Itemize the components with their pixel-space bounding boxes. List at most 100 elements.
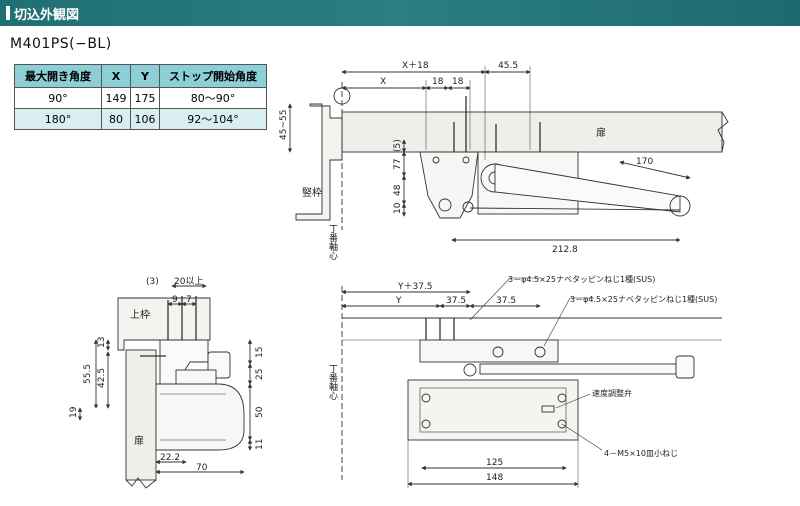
dim-line [619,160,691,180]
screw-note-2: 3－φ4.5×25ナベタッピンねじ1種(SUS) [570,294,717,304]
page-title: 切込外観図 [14,8,80,23]
top-view-labels: X＋18 45.5 X 18 18 45~55 (5) 77 48 10 170… [279,60,653,260]
dim-label: 37.5 [496,296,516,306]
front-view [341,277,722,488]
dim-label: 22.2 [160,453,180,463]
screw-hole [492,346,504,358]
col-stop-angle: ストップ開始角度 [159,64,267,88]
mount-screw [421,393,431,403]
header-bar: 切込外観図 [0,0,800,26]
top-frame-label: 上枠 [130,308,150,321]
arm-end-joint [669,195,691,217]
screw-note-1: 3－φ4.5×25ナベタッピンねじ1種(SUS) [508,274,655,284]
arm-pivot [175,369,217,385]
top-bracket [419,151,479,219]
front-view-labels: Y＋37.5 Y 37.5 37.5 125 148 3－φ4.5×25ナベタッ… [327,274,717,483]
closer-body-front [407,379,579,441]
cell: 180° [14,108,102,130]
model-number: M401PS(−BL) [10,36,112,52]
dim-label: 18 [452,77,464,87]
front-arm [479,363,677,375]
vertical-frame [295,103,343,221]
cell: 90° [14,87,102,109]
dim-label: 18 [432,77,444,87]
dim-label: 15 [255,347,265,358]
closer-body-side [155,383,245,451]
front-screws [425,318,455,340]
closer-detail [160,393,226,441]
table-row: 90° 149 175 80〜90° [14,87,267,109]
col-max-angle: 最大開き角度 [14,64,102,88]
dim-label: 212.8 [552,245,578,255]
link-arm [469,207,681,211]
bracket-pin [438,198,452,212]
main-arm [494,163,681,213]
dim-label: (3) [146,277,159,287]
dim-label: 10 [393,202,403,214]
dim-label: 70 [196,463,208,473]
arm-roller [675,355,695,379]
mount-screw [557,393,567,403]
mount-screw [421,419,431,429]
leader-line [543,297,594,347]
dim-label: 45~55 [279,110,289,140]
dim-label: 20以上 [174,276,203,287]
door-label: 扉 [596,126,606,139]
door-side [125,349,157,481]
dim-label: 37.5 [446,296,466,306]
dim-label: 77 [393,159,403,170]
screw-hole [534,346,546,358]
dim-label: 50 [255,406,265,418]
top-view [287,66,729,243]
table-row: 180° 80 106 92〜104° [14,108,267,130]
mount-screw [557,419,567,429]
spec-table-header: 最大開き角度 X Y ストップ開始角度 [14,64,267,88]
dim-label: 42.5 [97,368,107,388]
dim-label: 19 [69,406,79,418]
front-bracket-plate [419,339,559,363]
frame-label: 竪枠 [302,186,322,199]
header-marker [6,6,10,20]
door-break [717,111,729,153]
hinge-center-label: 丁番軸心 [327,224,338,260]
bracket-pin [462,201,474,213]
dim-label: (5) [393,139,403,152]
dim-label: Y [395,296,402,306]
door-label: 扉 [134,434,144,447]
dim-label: 55.5 [83,364,93,384]
door-break [125,477,157,489]
closer-body-inner [419,387,567,433]
dim-label: 9 [172,295,178,305]
dim-label: 13 [97,337,107,348]
dim-label: 148 [486,473,503,483]
cell: 106 [130,108,160,130]
arm-pivot [463,363,477,377]
cell: 92〜104° [159,108,267,130]
side-view-labels: (3) 20以上 9 7 13 55.5 42.5 19 15 25 50 11… [69,276,265,473]
dim-label: 11 [255,439,265,450]
dim-label: 125 [486,458,503,468]
leader-line [561,423,603,451]
dim-label: X＋18 [402,60,429,71]
top-screws [453,96,541,152]
dim-label: Y＋37.5 [397,281,433,292]
dim-label: 25 [255,369,265,380]
spec-table: 最大開き角度 X Y ストップ開始角度 90° 149 175 80〜90° 1… [14,64,267,130]
hinge-center-label: 丁番軸心 [327,364,338,400]
top-frame [117,297,211,351]
side-view [77,283,253,489]
dim-label: X [380,77,386,87]
leader-line [469,277,540,321]
cell: 149 [101,87,131,109]
dim-label: 170 [636,157,653,167]
speed-valve [541,405,555,413]
dim-label: 45.5 [498,61,518,71]
m5-screw-note: 4－M5×10皿小ねじ [604,449,678,458]
cell: 80 [101,108,131,130]
dim-label: 7 [186,295,192,305]
screw-hole [462,156,470,164]
dim-label: 48 [393,184,403,196]
leader-line [555,393,591,409]
screw-hole [432,156,440,164]
